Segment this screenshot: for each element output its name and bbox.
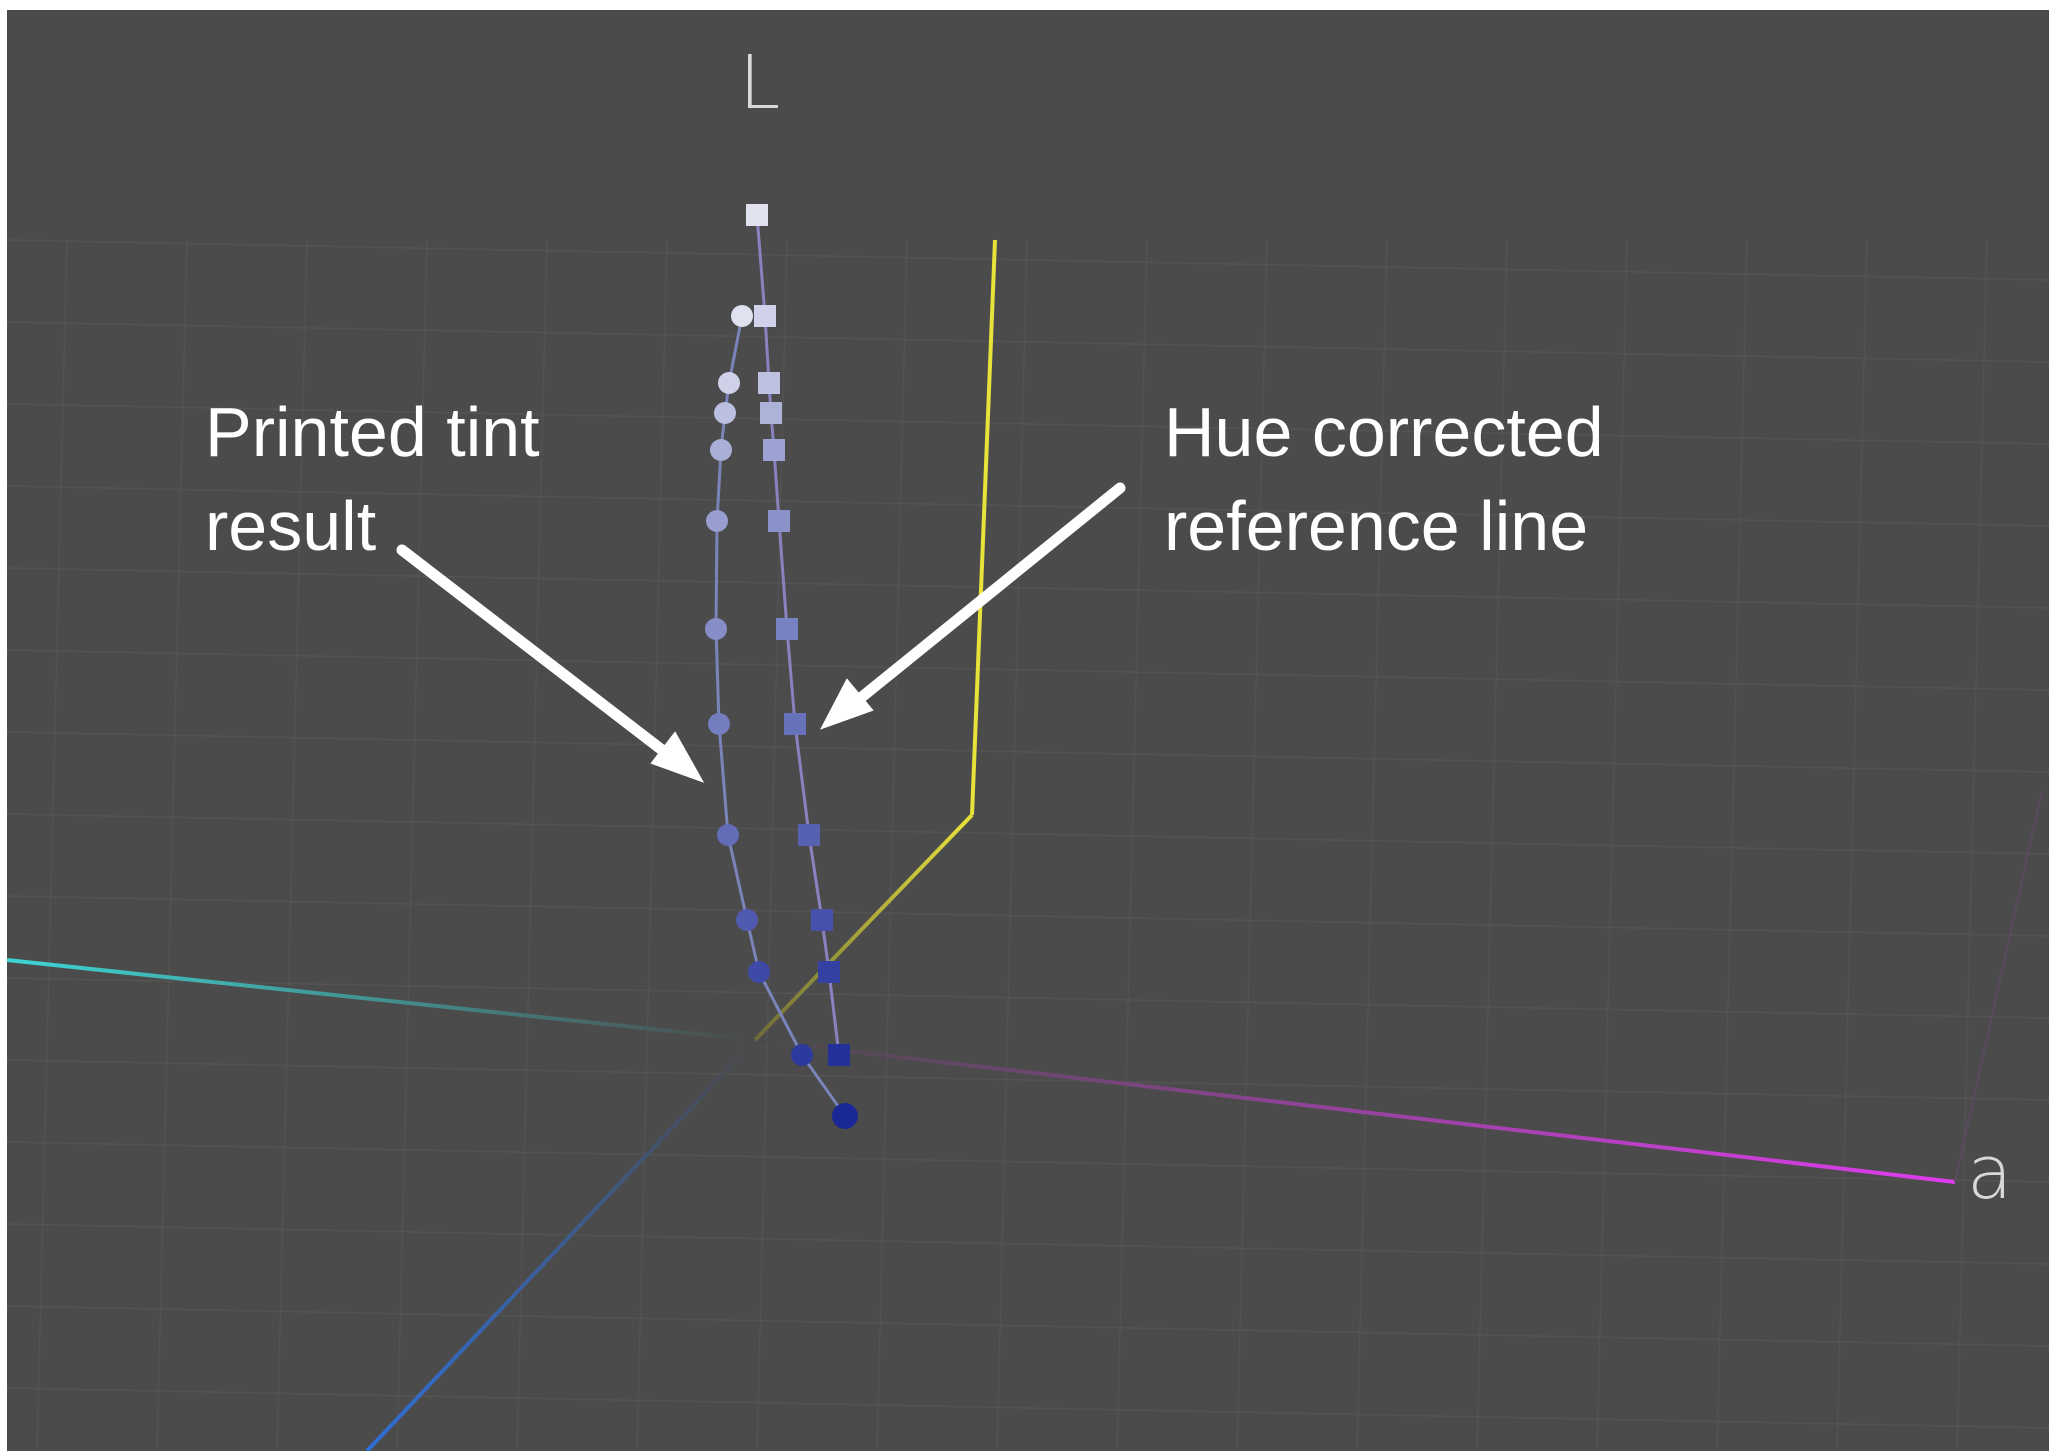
printed-tint-point	[708, 713, 730, 735]
reference-point	[776, 618, 798, 640]
grid-line	[156, 239, 188, 1451]
grid-line	[7, 1059, 2049, 1101]
grid-line	[7, 403, 2049, 445]
arrow-hue-corrected	[819, 482, 1126, 730]
grid-line	[7, 485, 2049, 527]
reference-point	[746, 204, 768, 226]
reference-point	[758, 372, 780, 394]
grid-line	[36, 239, 68, 1451]
printed-tint-point	[718, 372, 740, 394]
printed-tint-point	[736, 909, 758, 931]
printed-tint-point	[748, 961, 770, 983]
grid-line	[636, 239, 668, 1451]
reference-point	[754, 305, 776, 327]
hue-corrected-annotation-line2: reference line	[1164, 487, 1589, 565]
grid-line	[7, 731, 2049, 773]
grid-line	[7, 977, 2049, 1019]
printed-tint-point	[714, 402, 736, 424]
printed-tint-point	[791, 1044, 813, 1066]
grid-line	[516, 239, 548, 1451]
printed-tint-point	[832, 1103, 858, 1129]
printed-tint-annotation: Printed tint result	[205, 385, 540, 573]
grid-line	[7, 813, 2049, 855]
hue-corrected-annotation-line1: Hue corrected	[1164, 393, 1604, 471]
reference-point	[768, 510, 790, 532]
reference-point	[811, 909, 833, 931]
b-axis-negative	[365, 1038, 757, 1451]
grid-line	[996, 239, 1028, 1451]
hue-corrected-annotation: Hue corrected reference line	[1164, 385, 1604, 573]
grid-line	[396, 239, 428, 1451]
reference-point	[763, 439, 785, 461]
reference-point	[818, 961, 840, 983]
scene-background	[7, 10, 2049, 1451]
lab-3d-scene	[7, 10, 2049, 1451]
printed-tint-point	[705, 618, 727, 640]
printed-tint-point	[706, 510, 728, 532]
a-axis-positive	[754, 1038, 1956, 1184]
lab-3d-viewport[interactable]: L a Printed tint result Hue corrected re…	[7, 10, 2049, 1451]
reference-point	[798, 824, 820, 846]
grid-line	[1476, 239, 1508, 1451]
grid-line	[7, 239, 2049, 281]
grid-line	[1956, 239, 1988, 1451]
grid-line	[7, 1305, 2049, 1347]
background-grid	[7, 239, 2049, 1451]
grid-line	[7, 567, 2049, 609]
printed-tint-point	[731, 305, 753, 327]
grid-line	[1836, 239, 1868, 1451]
grid-line	[7, 321, 2049, 363]
reference-point	[784, 713, 806, 735]
grid-line	[276, 239, 308, 1451]
reference-point	[828, 1044, 850, 1066]
b-reference-vertical	[970, 239, 997, 816]
L-axis-label: L	[739, 40, 781, 126]
reference-point	[760, 402, 782, 424]
edge-line-right	[1954, 789, 2043, 1183]
arrow-printed-tint	[396, 544, 705, 783]
grid-line	[7, 895, 2049, 937]
grid-line	[7, 649, 2049, 691]
a-axis-negative	[7, 958, 756, 1042]
grid-line	[7, 1223, 2049, 1265]
b-axis-positive	[753, 813, 974, 1042]
printed-tint-annotation-line2: result	[205, 487, 377, 565]
grid-line	[1716, 239, 1748, 1451]
grid-line	[1236, 239, 1268, 1451]
grid-line	[1356, 239, 1388, 1451]
grid-line	[7, 1141, 2049, 1183]
grid-line	[876, 239, 908, 1451]
grid-line	[1116, 239, 1148, 1451]
printed-tint-point	[710, 439, 732, 461]
grid-line	[1596, 239, 1628, 1451]
printed-tint-point	[717, 824, 739, 846]
hue-corrected-reference-series	[746, 204, 850, 1066]
printed-tint-series	[705, 305, 858, 1129]
grid-line	[7, 1387, 2049, 1429]
a-axis-label: a	[1967, 1130, 2013, 1216]
printed-tint-annotation-line1: Printed tint	[205, 393, 540, 471]
